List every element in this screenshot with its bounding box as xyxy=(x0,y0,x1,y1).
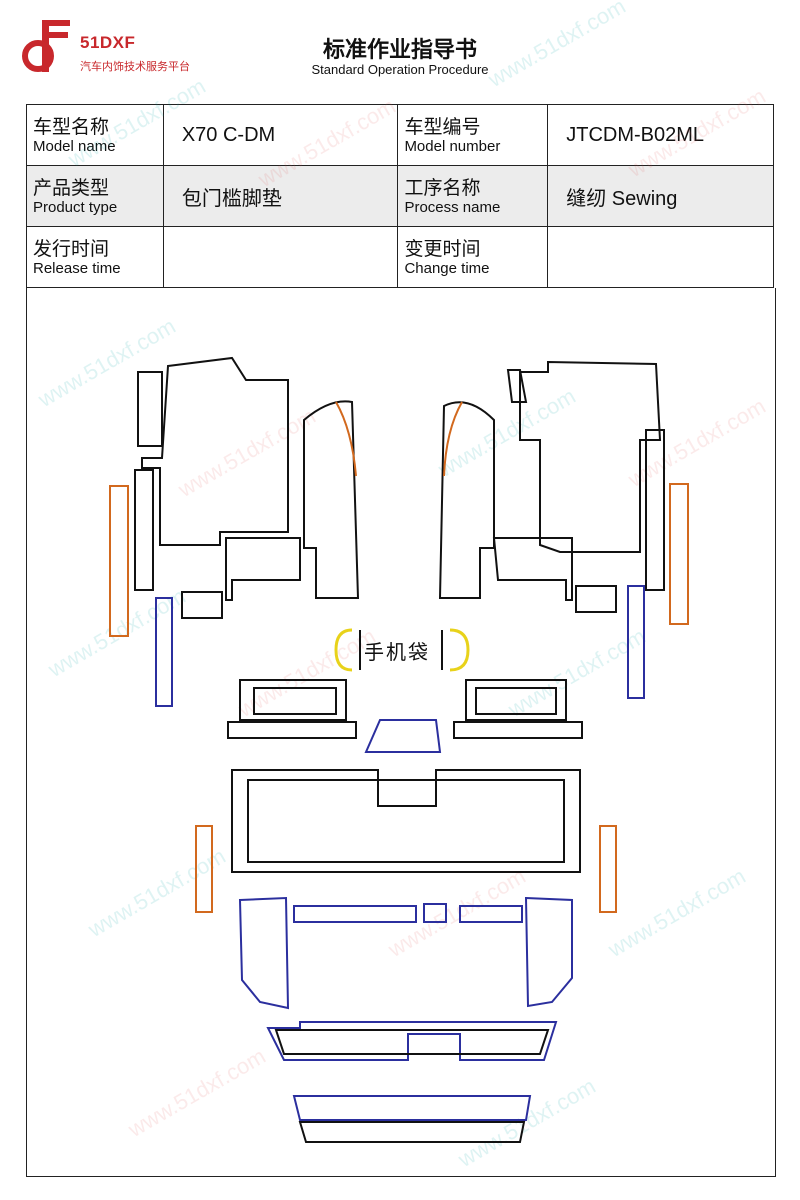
info-row: 产品类型 Product type 包门槛脚垫 工序名称 Process nam… xyxy=(26,165,774,227)
info-table: 车型名称 Model name X70 C-DM 车型编号 Model numb… xyxy=(26,104,774,288)
front-right-heel-pad xyxy=(575,585,617,613)
front-left-side-strip xyxy=(109,485,129,637)
brand-logo-icon xyxy=(22,20,70,72)
change-time-value xyxy=(547,226,774,288)
front-right-sill xyxy=(492,537,573,601)
second-row-right-base xyxy=(453,721,583,739)
phone-pocket-label: 手机袋 xyxy=(364,640,430,664)
model-name-label-en: Model name xyxy=(33,137,116,155)
pattern-drawing-area xyxy=(26,288,776,1177)
brand-name: 51DXF xyxy=(80,33,136,52)
front-right-long-strip xyxy=(645,429,665,591)
rear-right-side-pad xyxy=(599,825,617,913)
release-time-label-en: Release time xyxy=(33,259,121,277)
rear-left-side-pad xyxy=(195,825,213,913)
page-subtitle: Standard Operation Procedure xyxy=(311,62,489,77)
release-time-label-cn: 发行时间 xyxy=(33,237,110,260)
rear-sill-bar-lower xyxy=(298,1121,526,1143)
front-left-heel-pad xyxy=(181,591,223,619)
phone-pocket-divider xyxy=(359,630,443,670)
info-row: 发行时间 Release time 变更时间 Change time xyxy=(26,226,774,288)
product-type-label-cn: 产品类型 xyxy=(33,176,110,199)
front-left-footrest-edge xyxy=(335,401,357,477)
rear-floor-mat xyxy=(231,769,581,873)
phone-pocket-left-bracket xyxy=(334,628,353,672)
phone-pocket-right-bracket xyxy=(449,628,470,672)
trunk-mat xyxy=(266,1021,558,1061)
front-right-mat-piece xyxy=(519,360,662,553)
rear-left-kick xyxy=(238,896,290,1010)
center-tunnel-cover xyxy=(364,719,442,753)
product-type-label: 产品类型 Product type xyxy=(26,165,164,227)
front-left-sill xyxy=(225,537,301,601)
page-title: 标准作业指导书 xyxy=(322,38,477,63)
release-time-label: 发行时间 Release time xyxy=(26,226,164,288)
second-row-left-block xyxy=(239,679,347,721)
process-name-label: 工序名称 Process name xyxy=(397,165,549,227)
model-name-value: X70 C-DM xyxy=(162,104,399,166)
change-time-label: 变更时间 Change time xyxy=(397,226,549,288)
change-time-label-en: Change time xyxy=(404,259,490,277)
trunk-mat-outline xyxy=(274,1029,550,1055)
front-right-footrest xyxy=(438,401,495,599)
front-right-side-strip xyxy=(669,483,689,625)
model-number-value: JTCDM-B02ML xyxy=(547,104,774,166)
rear-floor-mat-inner xyxy=(247,779,565,863)
front-right-edge-strip xyxy=(627,585,645,699)
front-right-clip xyxy=(506,369,528,403)
product-type-value: 包门槛脚垫 xyxy=(162,165,399,227)
front-left-long-strip xyxy=(134,469,154,591)
second-row-left-base xyxy=(227,721,357,739)
model-number-label-en: Model number xyxy=(404,137,501,155)
document-header: 51DXF 汽车内饰技术服务平台 标准作业指导书 Standard Operat… xyxy=(0,0,800,100)
front-right-footrest-edge xyxy=(443,401,463,477)
front-left-mat-piece xyxy=(137,356,289,546)
process-name-label-cn: 工序名称 xyxy=(404,176,481,199)
front-left-edge-strip xyxy=(155,597,173,707)
release-time-value xyxy=(162,226,399,288)
front-left-footrest xyxy=(303,400,360,599)
product-type-label-en: Product type xyxy=(33,198,118,216)
process-name-value: 缝纫 Sewing xyxy=(547,165,774,227)
second-row-right-block xyxy=(465,679,567,721)
rear-right-kick xyxy=(524,896,573,1008)
rear-center-strip xyxy=(293,903,523,923)
rear-sill-bar xyxy=(292,1095,532,1121)
change-time-label-cn: 变更时间 xyxy=(404,237,481,260)
model-number-label-cn: 车型编号 xyxy=(404,115,481,138)
model-name-label-cn: 车型名称 xyxy=(33,115,110,138)
process-name-label-en: Process name xyxy=(404,198,501,216)
brand-tagline: 汽车内饰技术服务平台 xyxy=(80,60,190,73)
